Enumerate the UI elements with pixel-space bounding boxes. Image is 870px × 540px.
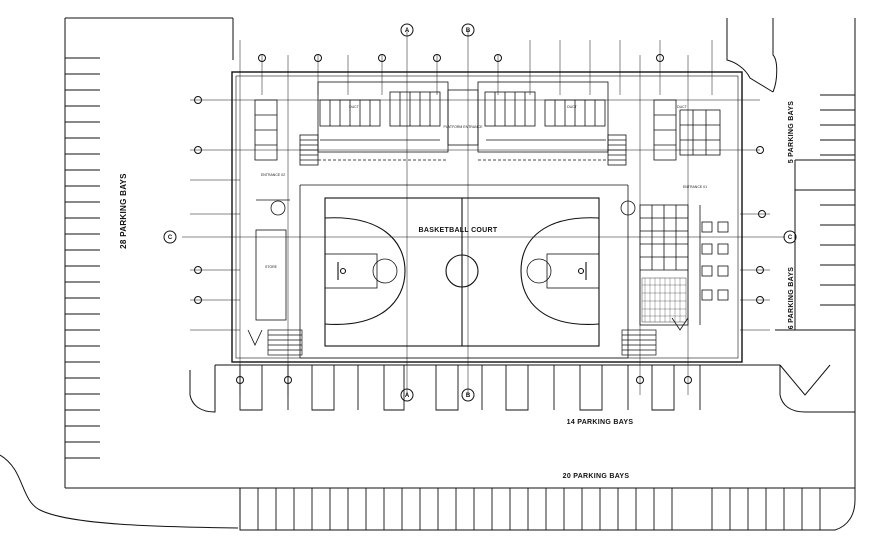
parking-right-bottom-label: 6 PARKING BAYS xyxy=(788,267,795,330)
bubble-b-bottom xyxy=(461,388,475,402)
building-outline xyxy=(231,71,743,363)
parking-mid-label: 14 PARKING BAYS xyxy=(567,419,634,426)
bubble-a-bottom-text: A xyxy=(405,393,410,399)
duct-left-label: DUCT xyxy=(349,105,360,109)
duct-right-label: DUCT xyxy=(567,105,578,109)
bubble-a-top-text: A xyxy=(405,28,410,34)
bubble-c-left-text: C xyxy=(168,235,173,241)
parking-right-top-label: 5 PARKING BAYS xyxy=(788,101,795,164)
parking-bottom-label: 20 PARKING BAYS xyxy=(563,473,630,480)
left-store xyxy=(247,199,689,346)
store-label: STORE xyxy=(265,265,278,269)
duct-far-right-label: DUCT xyxy=(677,105,688,109)
entrance-left-label: ENTRANCE 02 xyxy=(261,173,285,177)
right-parking-bays-top xyxy=(820,94,855,156)
bottom-parking-bays xyxy=(240,487,855,530)
bubble-b-top-text: B xyxy=(466,28,471,34)
court-hall-walls xyxy=(299,184,629,359)
bubble-b-bottom-text: B xyxy=(466,393,471,399)
top-service-block xyxy=(299,81,627,166)
bubble-c-right-text: C xyxy=(788,235,793,241)
basketball-court xyxy=(324,197,600,347)
grid-bubbles xyxy=(163,23,797,402)
right-parking-bays-bottom xyxy=(820,204,855,306)
bubble-a-bottom xyxy=(400,388,414,402)
bubble-a-top xyxy=(400,23,414,37)
left-parking-bays xyxy=(65,57,100,459)
bubble-c-left xyxy=(163,230,177,244)
bubble-b-top xyxy=(461,23,475,37)
site-boundary xyxy=(0,17,856,531)
mid-parking-bays xyxy=(239,365,701,411)
court-label: BASKETBALL COURT xyxy=(419,227,498,234)
bubble-c-right xyxy=(783,230,797,244)
platform-label: PLATFORM ENTRANCE xyxy=(443,125,483,129)
parking-left-label: 28 PARKING BAYS xyxy=(119,173,128,249)
side-cores xyxy=(254,99,721,161)
right-changing-rooms xyxy=(639,204,729,326)
entrance-right-label: ENTRANCE 01 xyxy=(683,185,707,189)
